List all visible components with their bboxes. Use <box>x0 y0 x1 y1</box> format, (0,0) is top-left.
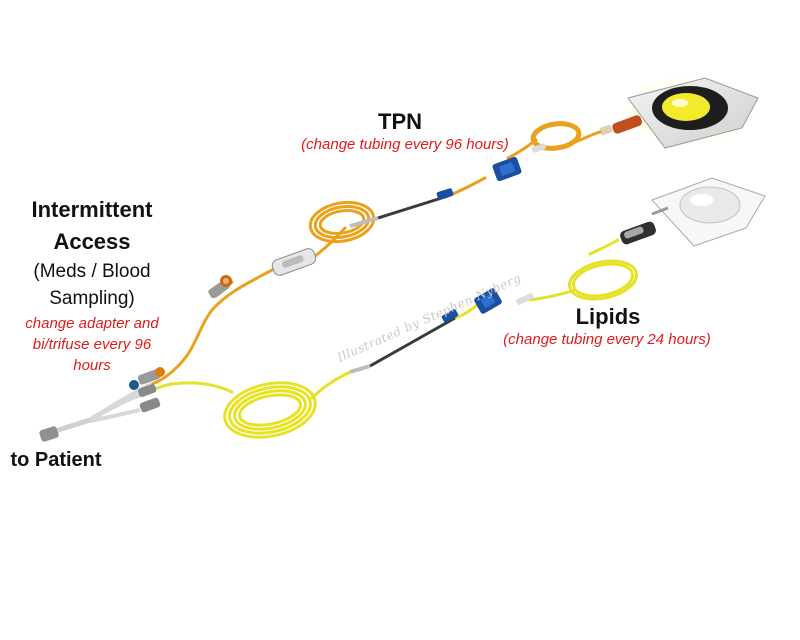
access-sub-line-1: (Meds / Blood <box>33 261 151 282</box>
lipids-drip-segment <box>349 293 534 374</box>
lipids-spike <box>620 206 669 245</box>
access-port-connector <box>208 275 232 299</box>
access-title-line-1: Intermittent <box>31 197 153 222</box>
lipids-tubing <box>144 238 638 439</box>
patient-connector <box>39 382 161 442</box>
tpn-drip-segment <box>349 143 547 228</box>
access-note-line-3: hours <box>73 357 111 374</box>
tpn-clamp <box>492 156 522 182</box>
access-note-line-2: bi/trifuse every 96 <box>32 336 152 353</box>
access-note-line-1: change adapter and <box>25 315 159 332</box>
tpn-inline-filter <box>271 248 317 276</box>
access-title-line-2: Access <box>53 229 131 254</box>
lipids-title: Lipids <box>575 304 641 329</box>
lipids-bag <box>651 177 766 247</box>
tpn-title: TPN <box>378 109 422 134</box>
access-cap-connector <box>129 367 165 390</box>
tpn-bag <box>620 75 760 149</box>
lipids-note: (change tubing every 24 hours) <box>503 331 711 348</box>
lipids-clamp <box>474 288 502 314</box>
tpn-note: (change tubing every 96 hours) <box>301 136 509 153</box>
to-patient-label: to Patient <box>10 449 102 471</box>
tpn-spike <box>599 115 643 136</box>
access-sub-line-2: Sampling) <box>49 288 135 309</box>
